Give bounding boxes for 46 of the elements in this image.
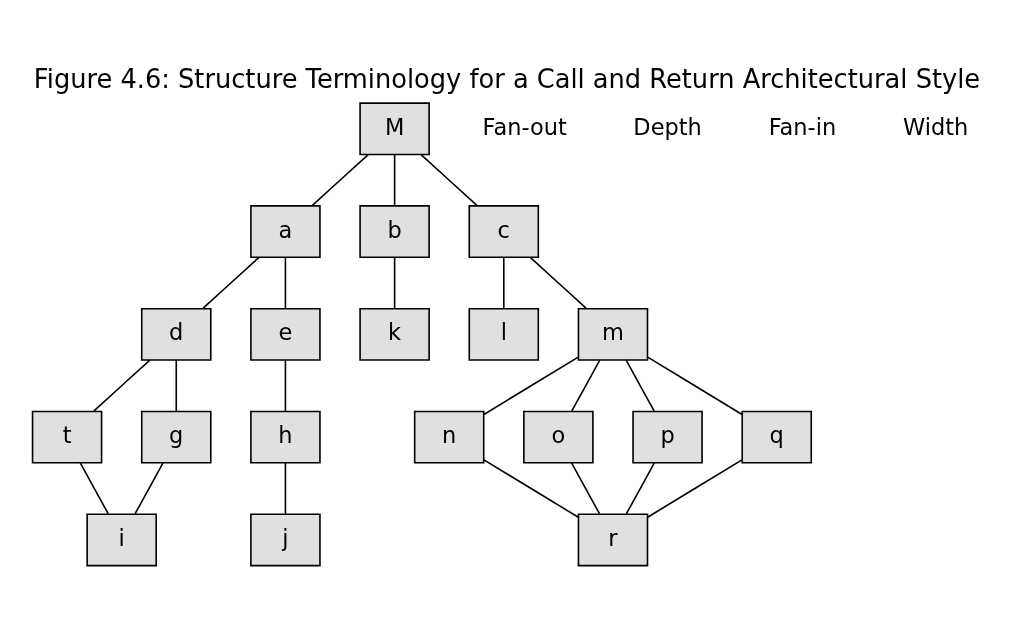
node-box: n <box>413 410 485 464</box>
node-box: g <box>140 410 212 464</box>
connector <box>175 359 178 412</box>
connector <box>284 462 287 515</box>
node-box: k <box>359 307 430 361</box>
node-box: r <box>577 513 649 567</box>
connector <box>625 359 655 412</box>
connector <box>646 459 743 518</box>
node-box: t <box>31 410 103 464</box>
connector <box>79 462 109 515</box>
connector <box>393 256 396 309</box>
connector <box>284 359 287 412</box>
node-box: j <box>250 513 321 567</box>
node-box: c <box>468 205 540 259</box>
connector <box>311 153 369 207</box>
node-box: m <box>577 307 649 361</box>
label: Depth <box>633 113 702 140</box>
node-box: b <box>359 205 430 259</box>
node-box: o <box>523 410 594 464</box>
label: Fan-out <box>482 113 567 140</box>
diagram-title: Figure 4.6: Structure Terminology for a Call and Return Architectural Style <box>33 64 981 95</box>
connector <box>93 359 151 412</box>
connector <box>202 256 260 309</box>
connector <box>483 459 580 518</box>
node-box: e <box>250 307 321 361</box>
connector <box>570 462 601 515</box>
node-box: a <box>250 205 321 259</box>
connector <box>420 153 478 207</box>
connector <box>625 462 656 515</box>
connector <box>646 356 743 416</box>
connector <box>134 462 164 515</box>
node-box: M <box>359 102 430 156</box>
node-box: p <box>632 410 703 464</box>
connector <box>571 359 601 412</box>
node-box: d <box>140 307 212 361</box>
connector <box>284 256 287 309</box>
connector <box>393 153 396 207</box>
node-box: q <box>741 410 813 464</box>
connector <box>503 256 505 309</box>
node-box: i <box>86 513 157 567</box>
label: Width <box>903 113 969 140</box>
node-box: l <box>468 307 540 361</box>
connector <box>483 356 580 416</box>
node-box: h <box>250 410 321 464</box>
label: Fan-in <box>768 113 837 140</box>
connector <box>529 256 587 309</box>
